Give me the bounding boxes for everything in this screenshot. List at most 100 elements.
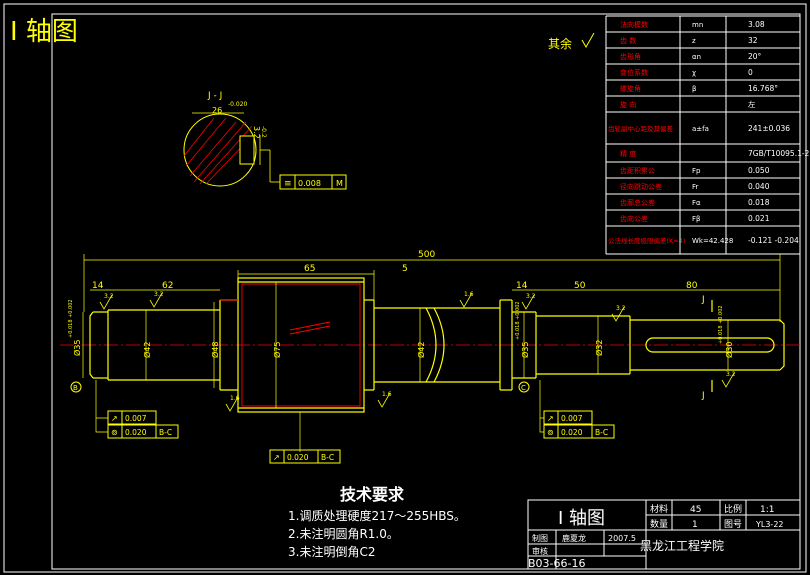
gear-param-value: 左 — [748, 99, 756, 109]
gear-param-value: 0.021 — [748, 214, 770, 223]
gear-param-symbol: Fr — [692, 183, 699, 191]
datum-b: B — [73, 384, 78, 392]
roughness-mark: 1.6 — [225, 395, 240, 412]
dim-50: 50 — [574, 281, 586, 291]
gear-param-value: 20° — [748, 52, 762, 61]
technical-requirements: 技术要求 1.调质处理硬度217～255HBS。 2.未注明圆角R1.0。 3.… — [288, 485, 466, 559]
gear-param-symbol: z — [692, 37, 696, 45]
gear-param-name: 齿距积累公 — [620, 166, 655, 175]
tolerance-symbol-icon: ⊚ — [547, 428, 554, 437]
gear-param-name: 公法线长度极限偏差(K=4) — [608, 236, 685, 245]
dia-30: Ø30 — [724, 342, 734, 358]
section-depth-tol: -0.2 — [260, 126, 267, 138]
gear-param-name: 变位系数 — [620, 68, 648, 77]
tolerance-value: 0.007 — [561, 414, 583, 423]
tolerance-symbol-icon: ⊚ — [111, 428, 118, 437]
roughness-symbol-icon — [521, 294, 535, 310]
roughness-value: 3.2 — [726, 371, 736, 378]
title-block-name: I 轴图 — [558, 508, 605, 529]
drawing-no-value: YL3-22 — [755, 520, 784, 529]
dia-35-left-tol: +0.018 +0.002 — [68, 299, 74, 338]
roughness-note: 其余 — [548, 36, 572, 51]
title-block — [527, 499, 801, 570]
gear-table-row: 旋 向左 — [620, 99, 756, 109]
dim-80: 80 — [686, 281, 698, 291]
dia-32: Ø32 — [594, 340, 604, 356]
datum-c-icon — [518, 381, 530, 393]
symmetry-icon: ≡ — [284, 179, 292, 189]
tech-req-item-3: 3.未注明倒角C2 — [288, 544, 375, 559]
section-mark-top: J — [701, 295, 705, 305]
tech-req-item-1: 1.调质处理硬度217～255HBS。 — [288, 508, 466, 523]
dim-65: 65 — [304, 264, 315, 274]
section-width-dim: 26 — [212, 106, 222, 115]
tolerance-symbol-icon: ↗ — [547, 414, 554, 423]
dia-42-right: Ø42 — [416, 342, 426, 358]
gear-param-value: 3.08 — [748, 20, 765, 29]
tech-req-heading: 技术要求 — [340, 485, 405, 504]
roughness-value: 1.6 — [230, 395, 240, 402]
section-tolerance: 0.008 — [298, 179, 321, 188]
section-mark-bottom: J — [701, 391, 705, 401]
shaft-main-view: 500 14 62 65 5 14 50 80 Ø35 +0.018 +0.00… — [60, 250, 800, 413]
material-label: 材料 — [650, 503, 668, 515]
datum-c: C — [521, 384, 526, 392]
roughness-value: 3.2 — [616, 305, 626, 312]
roughness-mark: 3.2 — [99, 293, 114, 310]
dim-5: 5 — [402, 264, 408, 274]
drawn-by: 鹿夏龙 — [562, 533, 586, 543]
roughness-mark: 1.6 — [459, 291, 474, 308]
sheet-title: I 轴图 — [10, 17, 78, 47]
gear-param-symbol: Fβ — [692, 215, 701, 223]
roughness-symbol-icon — [611, 306, 625, 322]
dim-14-right: 14 — [516, 281, 528, 291]
section-datum: M — [336, 179, 343, 188]
gear-param-value: 7GB/T10095.1-2 — [748, 149, 810, 158]
tolerance-datum: B-C — [321, 453, 334, 462]
roughness-value: 3.2 — [104, 293, 114, 300]
section-roughness: 3.2 — [252, 126, 261, 139]
gear-param-name: 径向跳动公差 — [620, 182, 662, 191]
tolerance-value: 0.020 — [561, 428, 583, 437]
gear-table-row: 公法线长度极限偏差(K=4)Wk=42.428-0.121 -0.204 — [608, 236, 799, 245]
drawing-no-label: 图号 — [724, 519, 742, 530]
gear-param-value: 32 — [748, 36, 758, 45]
dia-42-left: Ø42 — [142, 342, 152, 358]
tolerance-symbol-icon: ↗ — [273, 453, 280, 462]
roughness-symbol-icon — [377, 392, 391, 408]
roughness-value: 3.2 — [526, 293, 536, 300]
roughness-mark: 3.2 — [521, 293, 536, 310]
roughness-value: 1.6 — [464, 291, 474, 298]
roughness-symbol-icon — [225, 396, 239, 412]
roughness-mark: 3.2 — [611, 305, 626, 322]
dia-35-right: Ø35 — [520, 342, 530, 358]
gear-param-name: 齿轮副中心距及其偏差 — [608, 124, 674, 133]
gear-table-row: 法向模数 mn 3.08 — [620, 20, 765, 29]
qty-value: 1 — [692, 520, 698, 530]
dia-30-tol: +0.018 +0.002 — [718, 305, 724, 344]
datum-b-icon — [70, 381, 82, 393]
gear-param-symbol: αn — [692, 53, 701, 61]
roughness-mark: 3.2 — [149, 291, 164, 308]
outer-border — [3, 3, 807, 573]
scale-label: 比例 — [724, 503, 742, 515]
gear-param-name: 法向模数 — [620, 20, 648, 29]
gear-param-name: 精 度 — [620, 149, 636, 158]
section-circle — [183, 113, 257, 187]
tolerance-value: 0.007 — [125, 414, 147, 423]
dim-total-length: 500 — [418, 250, 435, 260]
gear-table-row: 精 度 7GB/T10095.1-2 — [620, 149, 810, 158]
roughness-symbol-icon — [721, 372, 735, 388]
gear-param-symbol: mn — [692, 21, 703, 29]
scale-value: 1:1 — [760, 505, 774, 515]
